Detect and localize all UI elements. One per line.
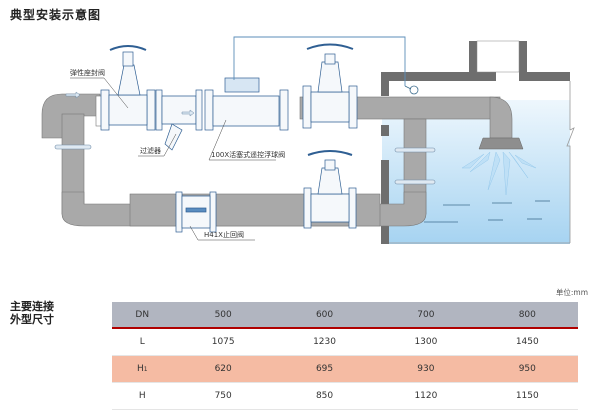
table-cell: 620 xyxy=(214,364,232,374)
unit-label: 单位:mm xyxy=(555,288,588,297)
flow-arrows xyxy=(65,91,195,117)
dimensions-table: DN 500 600 700 800 L 1075 1230 1300 1450… xyxy=(112,302,578,410)
header-cell: 600 xyxy=(315,309,334,320)
label-strainer: 过滤器 xyxy=(140,146,161,155)
section-title-line2: 外型尺寸 xyxy=(10,313,54,326)
tank-walls xyxy=(381,41,570,244)
section-title-line1: 主要连接 xyxy=(10,300,54,313)
row-label: H xyxy=(138,391,146,401)
gate-valve-bypass xyxy=(303,150,357,229)
table-cell: 1120 xyxy=(414,391,438,401)
table-cell: 1450 xyxy=(515,337,539,347)
table-cell: 950 xyxy=(518,364,536,374)
header-cell: 700 xyxy=(417,309,435,320)
dimensions-section-title: 主要连接 外型尺寸 xyxy=(10,300,80,326)
pipe-clamps xyxy=(54,144,436,185)
header-cell: DN xyxy=(135,309,150,320)
row-label: L xyxy=(139,337,145,347)
page-title: 典型安装示意图 xyxy=(10,8,102,22)
header-cell: 500 xyxy=(214,309,232,320)
float-control-valve xyxy=(204,77,289,131)
table-cell: 930 xyxy=(417,364,435,374)
strainer xyxy=(155,89,203,151)
table-cell: 1230 xyxy=(313,337,336,347)
table-cell: 850 xyxy=(315,391,334,401)
label-resilient-valve: 弹性座封阀 xyxy=(70,68,105,77)
header-cell: 800 xyxy=(518,309,536,320)
label-float-valve: 100X活塞式遥控浮球阀 xyxy=(211,150,285,159)
nozzle xyxy=(478,137,524,150)
table-cell: 1075 xyxy=(211,337,235,347)
table-cell: 750 xyxy=(214,391,232,401)
water-lines xyxy=(424,200,550,223)
table-cell: 1150 xyxy=(515,391,539,401)
table-row: H1 620 695 930 950 xyxy=(112,355,578,383)
table-header-row: DN 500 600 700 800 xyxy=(112,302,578,328)
installation-diagram: 弹性座封阀 过滤器 100X活塞式遥控浮球阀 H41X止回阀 xyxy=(41,36,575,244)
table-cell: 1300 xyxy=(414,337,438,347)
table-cell: 695 xyxy=(315,364,334,374)
table-row: H 750 850 1120 1150 xyxy=(112,383,578,410)
row-label: H1 xyxy=(136,364,148,374)
float-ball xyxy=(409,85,419,95)
water-spray xyxy=(461,151,537,196)
gate-valve-top xyxy=(302,43,358,129)
check-valve xyxy=(175,191,217,233)
label-check-valve: H41X止回阀 xyxy=(204,230,244,239)
control-tubing xyxy=(233,36,406,86)
table-row: L 1075 1230 1300 1450 xyxy=(112,328,578,356)
resilient-seat-valve xyxy=(100,45,156,131)
